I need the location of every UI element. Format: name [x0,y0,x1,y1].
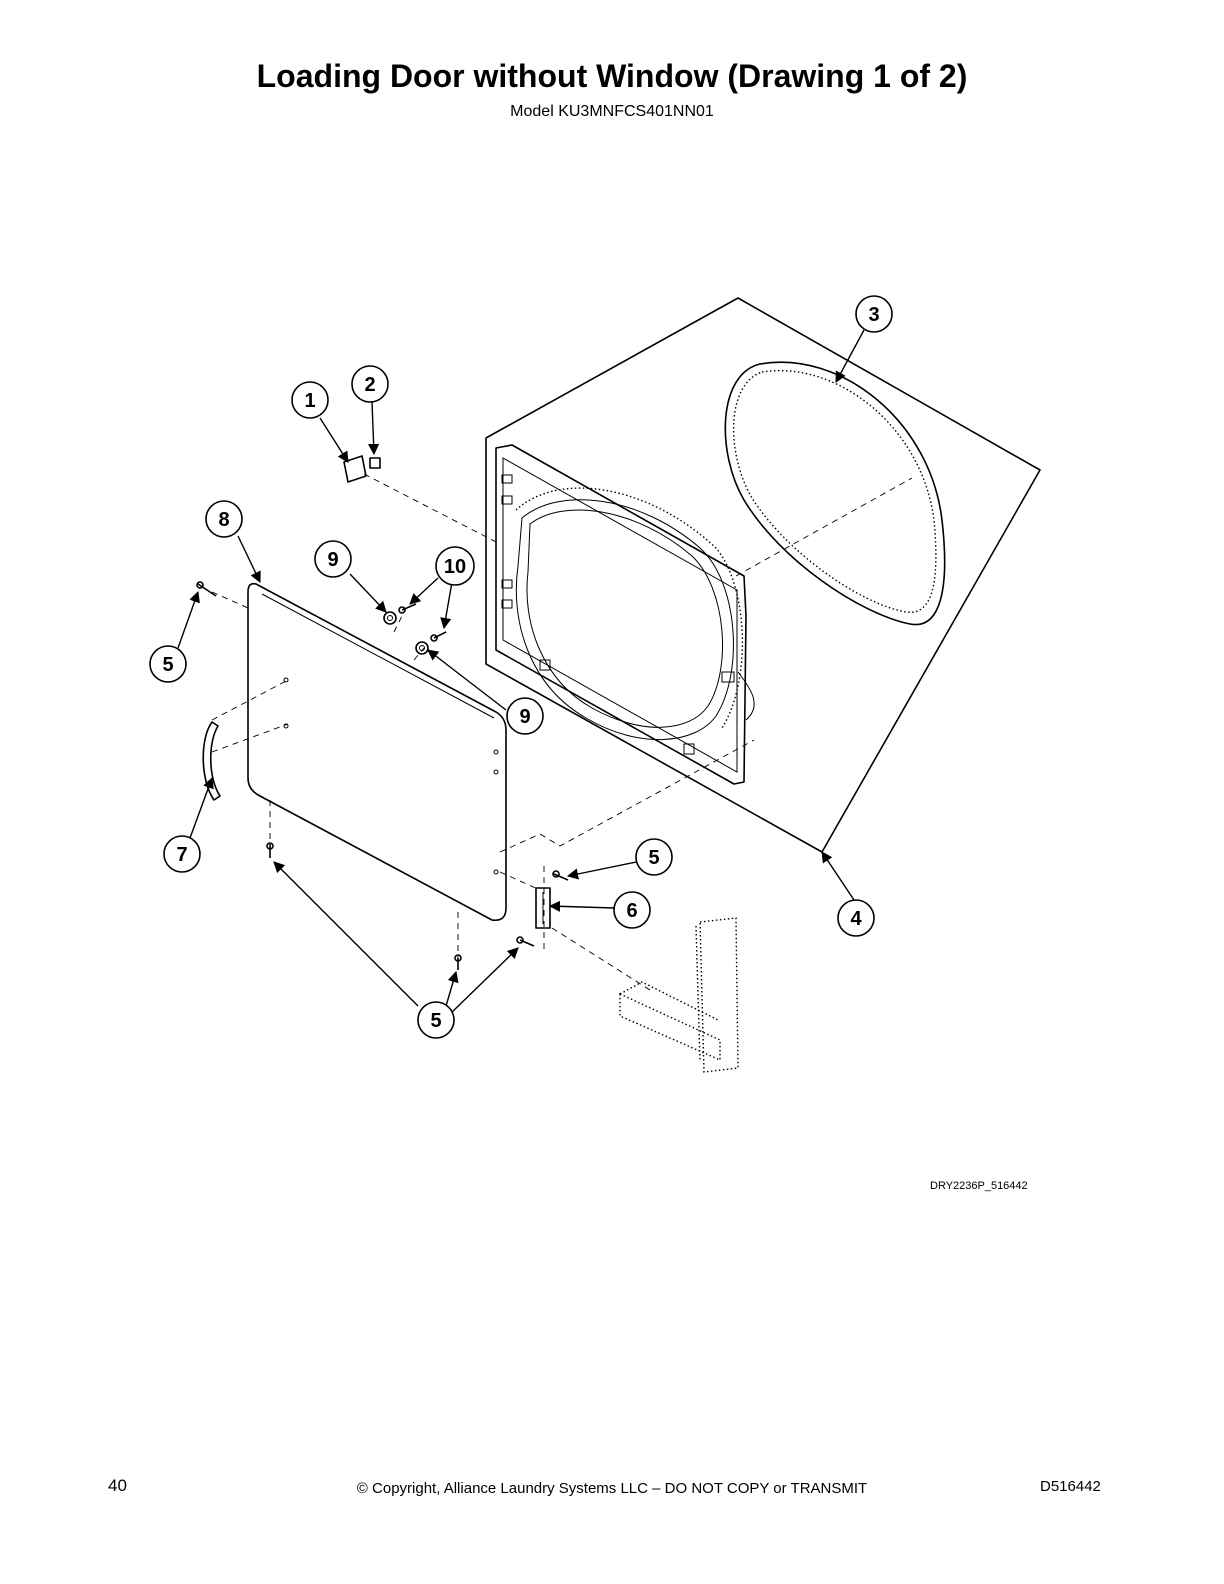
door-gasket-part [724,361,946,626]
loading-door-part [247,582,507,922]
callout-8-label: 8 [218,509,229,531]
callout-2-label: 2 [364,374,375,396]
callout-6: 6 [613,891,651,929]
callout-2: 2 [351,365,389,403]
callout-5-hinge-label: 5 [648,847,659,869]
cabinet-corner-reference [619,917,739,1073]
copyright-notice: © Copyright, Alliance Laundry Systems LL… [356,1480,868,1497]
callout-9-lower-label: 9 [519,706,530,728]
handle-part [202,721,221,801]
callout-5-left: 5 [149,645,187,683]
callout-1-label: 1 [304,390,315,412]
callout-5-hinge: 5 [635,838,673,876]
callout-4: 4 [837,899,875,937]
callout-6-label: 6 [626,900,637,922]
callout-7-label: 7 [176,844,187,866]
leader-lines [177,329,865,1015]
model-subtitle: Model KU3MNFCS401NN01 [510,103,714,120]
callout-9-top: 9 [314,540,352,578]
callout-5-left-label: 5 [162,654,173,676]
callout-9-top-label: 9 [327,549,338,571]
callout-9-lower: 9 [506,697,544,735]
document-id: D516442 [1040,1478,1101,1495]
callout-7: 7 [163,835,201,873]
assembly-lines [211,473,913,991]
small-parts [196,455,569,970]
callout-5-bottom: 5 [417,1001,455,1039]
page-number: 40 [108,1476,127,1495]
page-title: Loading Door without Window (Drawing 1 o… [256,58,968,94]
callout-8: 8 [205,500,243,538]
drawing-code: DRY2236P_516442 [930,1180,1028,1192]
callout-1: 1 [291,381,329,419]
callout-10-label: 10 [444,556,466,578]
callout-4-label: 4 [850,908,862,930]
callout-3-label: 3 [868,304,879,326]
callout-5-bottom-label: 5 [430,1010,441,1032]
callout-3: 3 [855,295,893,333]
front-panel-part [485,297,1041,853]
callout-10: 10 [435,546,475,586]
